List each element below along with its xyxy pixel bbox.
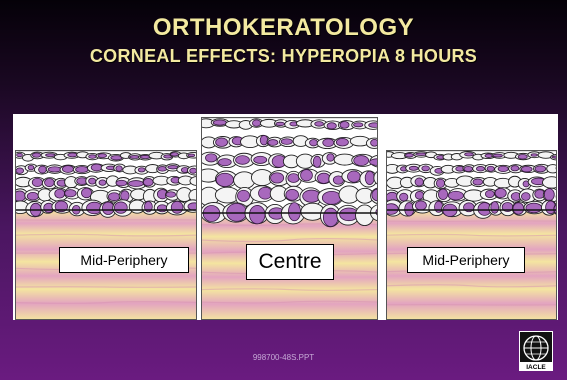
iacle-logo-icon: IACLE	[519, 331, 553, 371]
section-centre: Centre	[201, 117, 378, 320]
svg-text:IACLE: IACLE	[526, 364, 546, 371]
left-cornea-cross-section	[15, 150, 197, 320]
section-left-mid-periphery: Mid-Periphery	[15, 150, 197, 320]
footer-code: 998700-48S.PPT	[0, 353, 567, 362]
section-right-mid-periphery: Mid-Periphery	[386, 150, 557, 320]
centre-cornea-cross-section	[201, 117, 378, 320]
label-centre: Centre	[246, 244, 334, 280]
right-cornea-cross-section	[386, 150, 557, 320]
label-left-mid-periphery: Mid-Periphery	[59, 247, 189, 273]
label-right-mid-periphery: Mid-Periphery	[407, 247, 525, 273]
slide-title: ORTHOKERATOLOGY	[0, 14, 567, 42]
slide-subtitle: CORNEAL EFFECTS: HYPEROPIA 8 HOURS	[0, 46, 567, 67]
